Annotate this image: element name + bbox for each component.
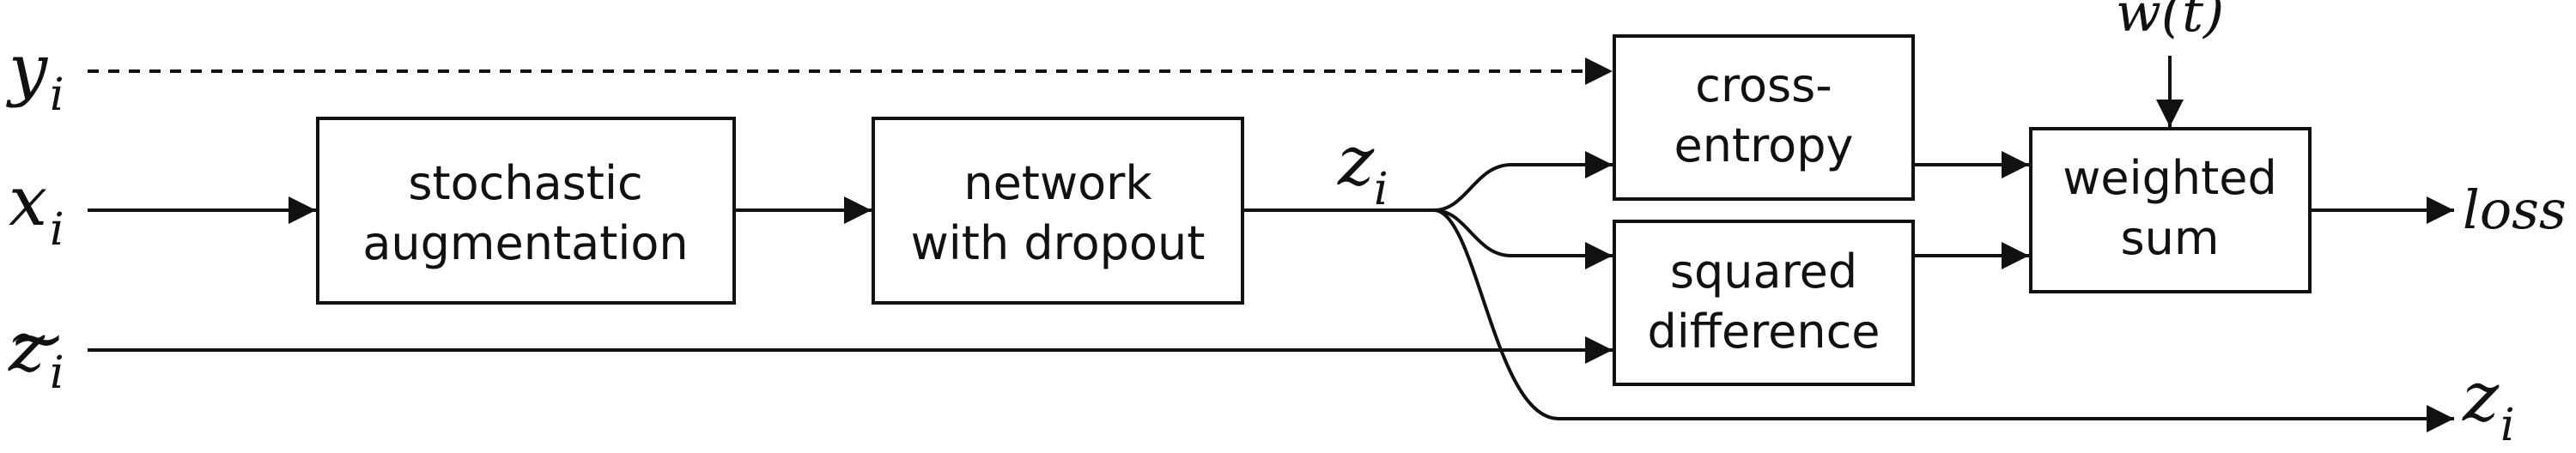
svg-text:augmentation: augmentation bbox=[362, 216, 688, 270]
svg-text:stochastic: stochastic bbox=[408, 156, 642, 210]
svg-text:i: i bbox=[1374, 164, 1388, 215]
arrow-z-to-output bbox=[1433, 208, 2454, 432]
arrow-z-to-cross-entropy bbox=[1433, 151, 1613, 212]
svg-text:difference: difference bbox=[1647, 305, 1880, 359]
svg-text:i: i bbox=[2500, 400, 2515, 451]
svg-text:entropy: entropy bbox=[1674, 118, 1854, 172]
svg-text:squared: squared bbox=[1670, 245, 1857, 299]
network-with-dropout-box: network with dropout bbox=[872, 117, 1244, 305]
svg-text:i: i bbox=[50, 347, 64, 399]
label-network-output-z-i: z i bbox=[1337, 121, 1388, 215]
svg-text:sum: sum bbox=[2121, 211, 2220, 265]
label-z-tilde-i: ~ z i bbox=[8, 299, 66, 399]
svg-text:with dropout: with dropout bbox=[911, 216, 1206, 270]
stochastic-augmentation-box: stochastic augmentation bbox=[316, 117, 736, 305]
svg-text:cross-: cross- bbox=[1695, 58, 1832, 112]
svg-text:i: i bbox=[50, 69, 64, 121]
label-y-i: y i bbox=[6, 29, 64, 121]
svg-text:y: y bbox=[6, 29, 49, 109]
svg-text:~: ~ bbox=[9, 299, 66, 378]
weighted-sum-box: weighted sum bbox=[2029, 127, 2312, 293]
svg-text:network: network bbox=[963, 156, 1152, 210]
svg-text:z: z bbox=[1337, 121, 1375, 201]
svg-text:weighted: weighted bbox=[2063, 151, 2277, 205]
label-output-z-i: z i bbox=[2462, 357, 2515, 451]
svg-text:z: z bbox=[2462, 357, 2500, 437]
label-weight-w-t: w(t) bbox=[2116, 0, 2224, 44]
cross-entropy-box: cross- entropy bbox=[1613, 34, 1915, 201]
svg-text:z: z bbox=[8, 307, 46, 387]
svg-text:x: x bbox=[9, 161, 47, 241]
label-x-i: x i bbox=[9, 161, 64, 256]
label-loss: loss bbox=[2463, 178, 2567, 241]
squared-difference-box: squared difference bbox=[1613, 220, 1915, 386]
svg-text:i: i bbox=[50, 204, 64, 256]
arrow-z-to-squared-difference bbox=[1433, 208, 1613, 269]
